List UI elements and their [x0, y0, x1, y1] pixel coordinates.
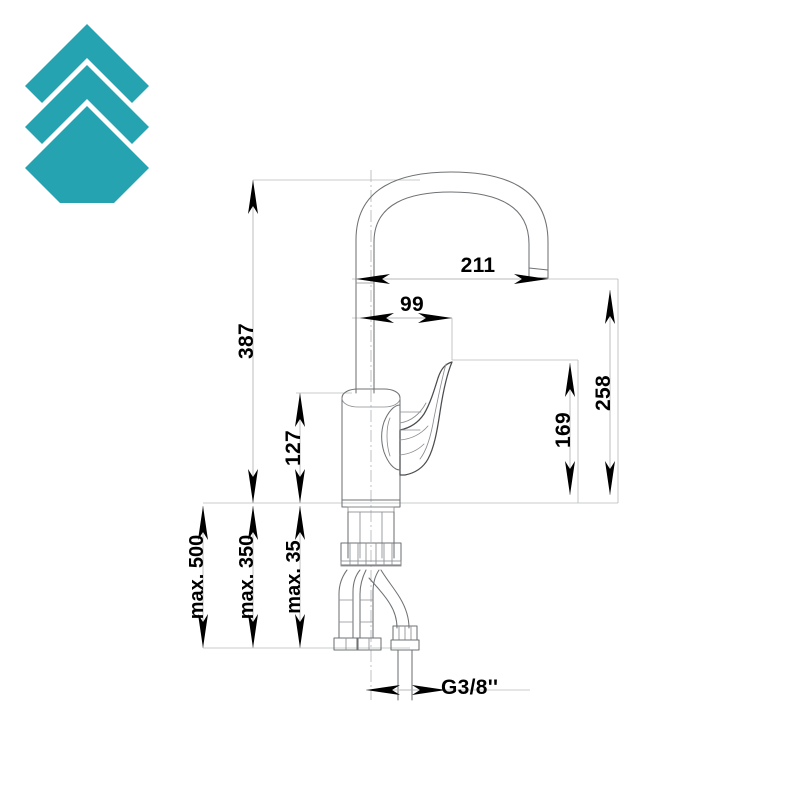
dim-thread-arrow-left	[366, 685, 400, 695]
dimension-387-label: 387	[235, 323, 258, 359]
dimension-thread-label: G3/8''	[441, 676, 498, 699]
dimension-387: 387	[235, 180, 258, 503]
handle-inner-facet-1	[419, 363, 447, 460]
outlet-pipe-outer	[380, 569, 410, 629]
body-flange-lower	[347, 506, 395, 513]
spout-tip-shoulder	[528, 267, 549, 271]
dimension-169-label: 169	[552, 412, 575, 448]
dim-thread-arrow-right	[412, 685, 446, 695]
faucet-body	[333, 171, 549, 701]
hose-left-outer	[338, 569, 348, 639]
logo-chevron-middle	[25, 65, 149, 144]
dimension-211: 211	[356, 254, 548, 284]
logo-diamond-bottom	[25, 106, 149, 203]
dimension-max-35-label: max. 35	[283, 540, 305, 613]
dimension-258: 258	[592, 290, 615, 495]
handle-inner-facet-2	[399, 402, 427, 424]
dimension-max-350: max. 350	[236, 506, 258, 648]
outlet-pipe-inner	[368, 577, 398, 629]
logo-chevron-top	[25, 24, 149, 103]
dimension-max-350-label: max. 350	[236, 535, 258, 620]
dimension-127: 127	[282, 393, 305, 503]
dimension-max-500: max. 500	[186, 506, 208, 648]
dimension-127-label: 127	[282, 430, 305, 466]
thread-connector-collar	[390, 639, 420, 651]
dimension-258-label: 258	[592, 375, 615, 411]
dimension-211-label: 211	[461, 254, 496, 277]
dimension-max-35: max. 35	[283, 506, 305, 648]
hose-mid-inner	[372, 569, 380, 639]
dimension-99-label: 99	[400, 293, 424, 316]
logo-svg	[25, 24, 149, 203]
handle-collar	[381, 404, 401, 471]
dimension-169: 169	[552, 363, 575, 495]
hose-mid-outer	[359, 569, 367, 639]
spout-inner-curve	[373, 191, 530, 284]
hose-left-inner	[352, 569, 361, 639]
chevron-stack-logo	[22, 18, 152, 203]
dimension-99: 99	[360, 293, 452, 323]
dimension-max-500-label: max. 500	[186, 535, 208, 620]
handle-inner-facet-4	[399, 443, 425, 456]
spout-outer-curve	[355, 171, 549, 284]
handle-collar-seam	[386, 417, 391, 457]
handle-outline	[399, 361, 453, 476]
cage-base	[340, 560, 402, 567]
fixing-cage	[340, 542, 402, 566]
handle-inner-facet-3	[399, 425, 429, 441]
dimension-thread: G3/8''	[366, 676, 498, 699]
body-top-ellipse	[341, 397, 401, 408]
